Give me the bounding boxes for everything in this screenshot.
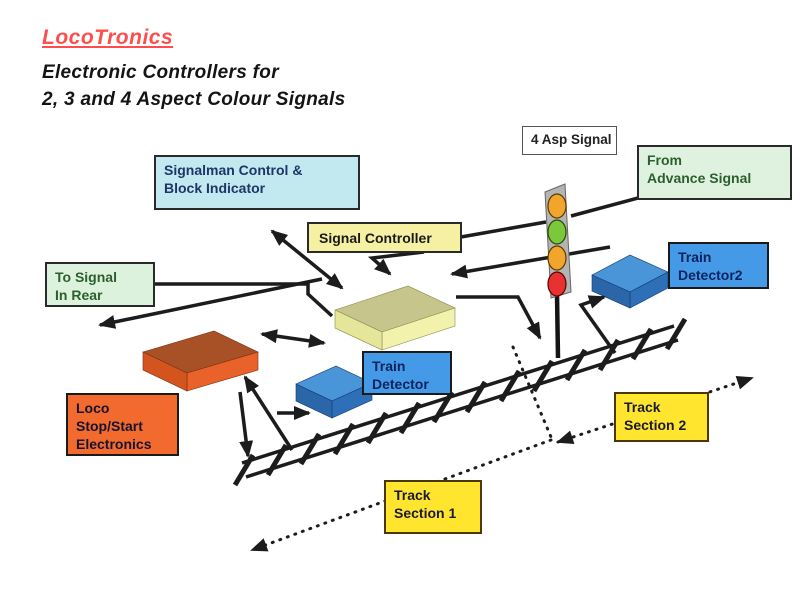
arrow-loco-to-track (238, 391, 254, 458)
label-4-asp-signal: 4 Asp Signal (522, 126, 617, 155)
signal-controller-device (334, 285, 456, 351)
link-rear-to-controller (152, 282, 334, 318)
signal-aspect-green (547, 219, 567, 245)
label-track-section1: Track Section 1 (384, 480, 482, 534)
signal-aspect-yellow-top (547, 193, 567, 219)
arrow-track-to-loco (243, 375, 294, 451)
railway-track (232, 317, 688, 487)
label-track-section2: Track Section 2 (614, 392, 709, 442)
signal-post (544, 183, 572, 359)
link-label-to-signal (460, 220, 547, 239)
train-detector-device (295, 365, 373, 419)
link-signal-to-advance (570, 196, 639, 218)
label-signal-controller: Signal Controller (307, 222, 462, 253)
loco-stop-device (142, 330, 259, 392)
label-train-detector: Train Detector (362, 351, 452, 395)
arrow-detector2-to-controller (450, 245, 611, 279)
label-loco-stop-start: Loco Stop/Start Electronics (66, 393, 179, 456)
signal-pole (554, 293, 561, 359)
arrow-controller-to-signal-track (456, 295, 542, 340)
arrow-loco-controller (260, 329, 326, 348)
page-subtitle: Electronic Controllers for 2, 3 and 4 As… (42, 62, 346, 110)
arrow-label-to-controller (367, 250, 425, 276)
signal-aspect-red (547, 271, 567, 297)
signal-aspect-yellow-bottom (547, 245, 567, 271)
arrow-track-to-detector2 (578, 295, 617, 355)
track-rails (241, 324, 679, 479)
label-train-detector2: Train Detector2 (668, 242, 769, 289)
arrow-signalman-controller (270, 229, 344, 290)
brand-title: LocoTronics (42, 26, 174, 49)
label-to-signal-in-rear: To Signal In Rear (45, 262, 155, 307)
section-boundary-dotted-line (511, 345, 553, 439)
label-signalman-control: Signalman Control & Block Indicator (154, 155, 360, 210)
track-section2-dotted-arrow (556, 376, 754, 444)
label-from-advance-signal: From Advance Signal (637, 145, 792, 200)
train-detector2-device (591, 254, 669, 309)
